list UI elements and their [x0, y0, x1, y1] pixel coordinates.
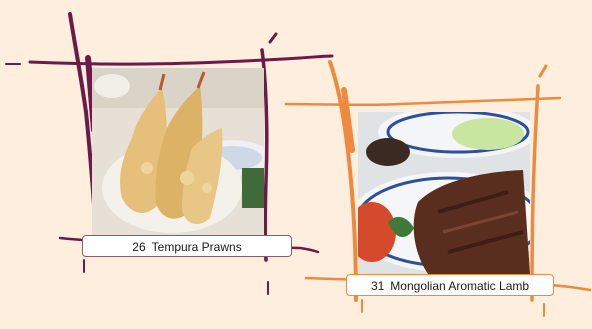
caption-mongolian-lamb[interactable]: 31 Mongolian Aromatic Lamb: [346, 274, 554, 296]
caption-tempura-prawns[interactable]: 26 Tempura Prawns: [82, 235, 292, 257]
tempura-prawns-image: [92, 68, 264, 236]
mongolian-lamb-photo[interactable]: [358, 112, 530, 274]
dish-name: Tempura Prawns: [151, 240, 242, 254]
dish-number: 31: [370, 279, 385, 293]
dish-name: Mongolian Aromatic Lamb: [390, 279, 530, 293]
tempura-prawns-photo[interactable]: [92, 68, 264, 236]
mongolian-lamb-image: [358, 112, 530, 274]
dish-number: 26: [132, 240, 146, 254]
